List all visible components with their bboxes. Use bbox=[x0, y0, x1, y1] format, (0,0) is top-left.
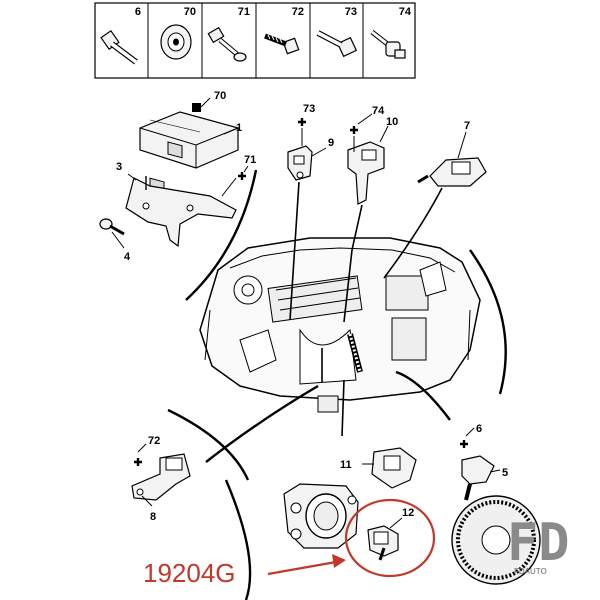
flywheel bbox=[451, 495, 541, 585]
fastener-table: 6 70 71 72 73 74 bbox=[94, 2, 416, 79]
callout-4: 4 bbox=[124, 251, 131, 263]
callout-5: 5 bbox=[502, 467, 508, 479]
spacer-bolt-icon bbox=[370, 30, 406, 59]
fastener-header-71: 71 bbox=[238, 6, 250, 18]
fd-logo-watermark: FD bbox=[507, 513, 570, 573]
callout-73: 73 bbox=[303, 103, 315, 115]
sensor-part-12 bbox=[367, 525, 399, 561]
flange-bolt-icon bbox=[100, 29, 138, 65]
callout-71: 71 bbox=[244, 154, 256, 166]
fastener-header-74: 74 bbox=[399, 6, 412, 18]
mounting-bolt-icon bbox=[99, 218, 125, 236]
sensor-part-8 bbox=[131, 453, 191, 501]
callout-3: 3 bbox=[116, 161, 122, 173]
ecu-module bbox=[139, 111, 239, 195]
ecu-bracket bbox=[125, 176, 237, 248]
callout-11: 11 bbox=[340, 459, 352, 471]
threaded-screw-icon bbox=[264, 33, 300, 55]
engine-bay bbox=[199, 237, 481, 413]
temperature-sensor-7 bbox=[417, 157, 487, 187]
callout-70: 70 bbox=[214, 90, 226, 102]
callout-9: 9 bbox=[328, 137, 334, 149]
fastener-header-6: 6 bbox=[135, 6, 141, 18]
sensor-part-11 bbox=[371, 447, 417, 489]
hex-bolt-icon bbox=[316, 30, 358, 58]
pulley-washer-icon bbox=[160, 24, 192, 60]
callout-8: 8 bbox=[150, 511, 156, 523]
fastener-header-72: 72 bbox=[292, 6, 304, 18]
throttle-body bbox=[283, 483, 359, 549]
red-arrow-icon bbox=[267, 554, 346, 576]
callout-1: 1 bbox=[236, 122, 242, 134]
fastener-header-73: 73 bbox=[345, 6, 357, 18]
fdauto-watermark: FDAUTO bbox=[514, 567, 547, 576]
callout-6: 6 bbox=[476, 423, 482, 435]
part-code-label: 19204G bbox=[143, 558, 236, 588]
screw-washer-icon bbox=[207, 26, 247, 62]
callout-72: 72 bbox=[148, 435, 160, 447]
sensor-part-5 bbox=[461, 455, 495, 501]
highlight-circle bbox=[344, 498, 436, 578]
leader-lines bbox=[167, 169, 507, 600]
camshaft-sensor-9 bbox=[287, 145, 313, 181]
callout-markers bbox=[111, 97, 501, 529]
fastener-header-70: 70 bbox=[184, 6, 196, 18]
callout-12: 12 bbox=[402, 507, 414, 519]
callout-10: 10 bbox=[386, 116, 398, 128]
callout-74: 74 bbox=[372, 105, 385, 117]
callout-7: 7 bbox=[464, 120, 470, 132]
crankshaft-sensor-10 bbox=[347, 141, 385, 205]
